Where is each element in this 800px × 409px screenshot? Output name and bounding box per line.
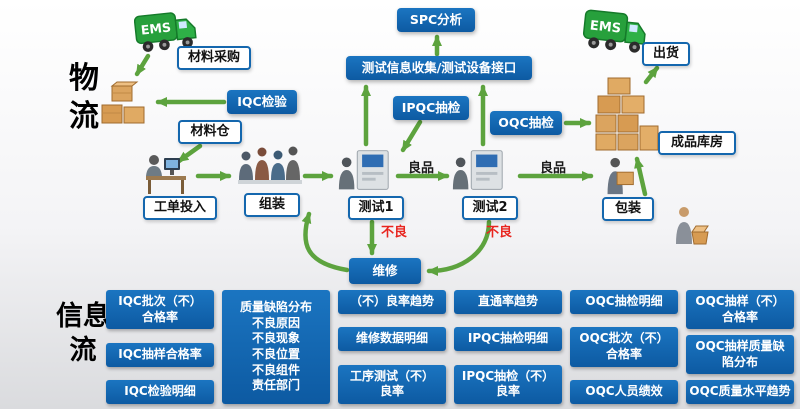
node-material-procurement: 材料采购 [177, 46, 251, 70]
finished-goods-stack-icon [594, 76, 660, 152]
info-card-line: OQC质量水平趋势 [689, 384, 791, 399]
info-card: IPQC抽检（不）良率 [454, 364, 562, 404]
info-card: 质量缺陷分布不良原因不良现象不良位置不良组件责任部门 [222, 290, 330, 404]
packing-worker-icon [598, 155, 640, 197]
ems-truck-right-icon: EMS [582, 4, 648, 60]
info-card-line: 维修数据明细 [355, 331, 428, 346]
info-card-line: 工序测试（不） [349, 368, 434, 383]
node-work-order-input: 工单投入 [143, 196, 217, 220]
info-card-line: IPQC抽检明细 [467, 331, 549, 346]
info-card-line: IPQC抽检（不） [461, 368, 555, 383]
info-card-line: 合格率 [605, 347, 642, 361]
info-column-3: （不）良率趋势维修数据明细工序测试（不）良率 [338, 290, 446, 404]
info-column-4: 直通率趋势 IPQC抽检明细 IPQC抽检（不）良率 [454, 290, 562, 404]
node-test1: 测试1 [348, 196, 404, 220]
node-assembly: 组装 [244, 193, 300, 217]
ems-truck-left-icon: EMS [134, 5, 198, 59]
info-card: IQC批次（不）合格率 [106, 290, 214, 330]
info-card-line: OQC抽检明细 [585, 294, 663, 308]
material-flow-section-label: 物 流 [48, 60, 120, 135]
info-flow-section-label: 信息 流 [38, 300, 128, 368]
info-card-line: 直通率趋势 [477, 294, 538, 308]
node-shipment: 出货 [642, 42, 690, 66]
truck-left-label: EMS [140, 19, 172, 37]
floor-worker-icon [668, 202, 714, 252]
info-card: 维修数据明细 [338, 327, 446, 351]
arrow-test2-to-repair [426, 219, 492, 276]
workorder-operator-icon [140, 150, 192, 196]
info-card: IQC检验明细 [106, 380, 214, 404]
info-card-line: IQC抽样合格率 [118, 347, 202, 361]
good-product-label-1: 良品 [408, 161, 435, 176]
info-card-line: 良率 [495, 384, 520, 399]
test-station-2-icon [450, 146, 508, 196]
info-card-line: 不良原因 [251, 315, 300, 330]
node-spc-analysis: SPC分析 [397, 8, 475, 32]
info-card-line: OQC抽样质量缺 [695, 339, 785, 354]
node-ipqc-sampling: IPQC抽检 [393, 96, 469, 120]
node-test2: 测试2 [462, 196, 518, 220]
info-card: OQC批次（不）合格率 [570, 327, 678, 367]
node-material-warehouse: 材料仓 [178, 120, 242, 144]
info-card-line: 质量缺陷分布 [239, 300, 312, 315]
info-card-line: 不良现象 [251, 331, 300, 346]
defect-label-2: 不良 [486, 225, 513, 240]
info-card-line: 良率 [379, 384, 404, 399]
info-card-line: （不）良率趋势 [349, 294, 434, 308]
node-finished-warehouse: 成品库房 [658, 131, 736, 155]
info-card: OQC质量水平趋势 [686, 380, 794, 404]
info-card-line: IQC批次（不） [118, 294, 202, 308]
info-card: OQC抽样（不）合格率 [686, 290, 794, 330]
arrow-repair-to-assembly [301, 211, 350, 273]
info-column-2: 质量缺陷分布不良原因不良现象不良位置不良组件责任部门 [222, 290, 330, 404]
info-column-6: OQC抽样（不）合格率 OQC抽样质量缺陷分布 OQC质量水平趋势 [686, 290, 794, 404]
material-flow-label-line1: 物 [69, 61, 99, 96]
info-card-line: OQC批次（不） [579, 331, 669, 346]
info-card-line: OQC人员绩效 [585, 384, 663, 399]
info-flow-label-line1: 信息 [56, 301, 110, 332]
info-card-line: 合格率 [141, 309, 178, 324]
test-station-1-icon [336, 146, 394, 196]
arrow-ipqc-to-line [400, 119, 423, 153]
truck-right-label: EMS [589, 18, 622, 36]
info-card: OQC抽检明细 [570, 290, 678, 314]
material-boxes-icon [100, 80, 146, 130]
material-flow-label-line2: 流 [69, 98, 99, 134]
info-card: 工序测试（不）良率 [338, 364, 446, 404]
info-card-line: 不良组件 [251, 362, 300, 377]
node-repair: 维修 [349, 258, 421, 284]
info-column-5: OQC抽检明细 OQC批次（不）合格率 OQC人员绩效 [570, 290, 678, 404]
info-card: 直通率趋势 [454, 290, 562, 314]
info-card: （不）良率趋势 [338, 290, 446, 314]
info-card: IQC抽样合格率 [106, 343, 214, 367]
info-card-line: 责任部门 [251, 378, 300, 393]
info-card: IPQC抽检明细 [454, 327, 562, 351]
info-column-1: IQC批次（不）合格率 IQC抽样合格率 IQC检验明细 [106, 290, 214, 404]
info-card-line: OQC抽样（不） [695, 294, 785, 308]
node-iqc-inspection: IQC检验 [227, 90, 297, 114]
node-packing: 包装 [602, 197, 654, 221]
info-card: OQC抽样质量缺陷分布 [686, 335, 794, 375]
info-flow-label-line2: 流 [69, 334, 97, 366]
node-test-info-interface: 测试信息收集/测试设备接口 [346, 56, 532, 80]
info-card: OQC人员绩效 [570, 380, 678, 404]
node-oqc-sampling: OQC抽检 [490, 111, 562, 135]
info-card-line: 合格率 [721, 309, 758, 324]
defect-label-1: 不良 [381, 225, 408, 240]
good-product-label-2: 良品 [540, 161, 567, 176]
info-card-line: 不良位置 [251, 347, 300, 361]
info-card-line: IQC检验明细 [124, 384, 196, 399]
info-card-line: 陷分布 [721, 354, 758, 369]
assembly-workers-icon [236, 142, 304, 192]
